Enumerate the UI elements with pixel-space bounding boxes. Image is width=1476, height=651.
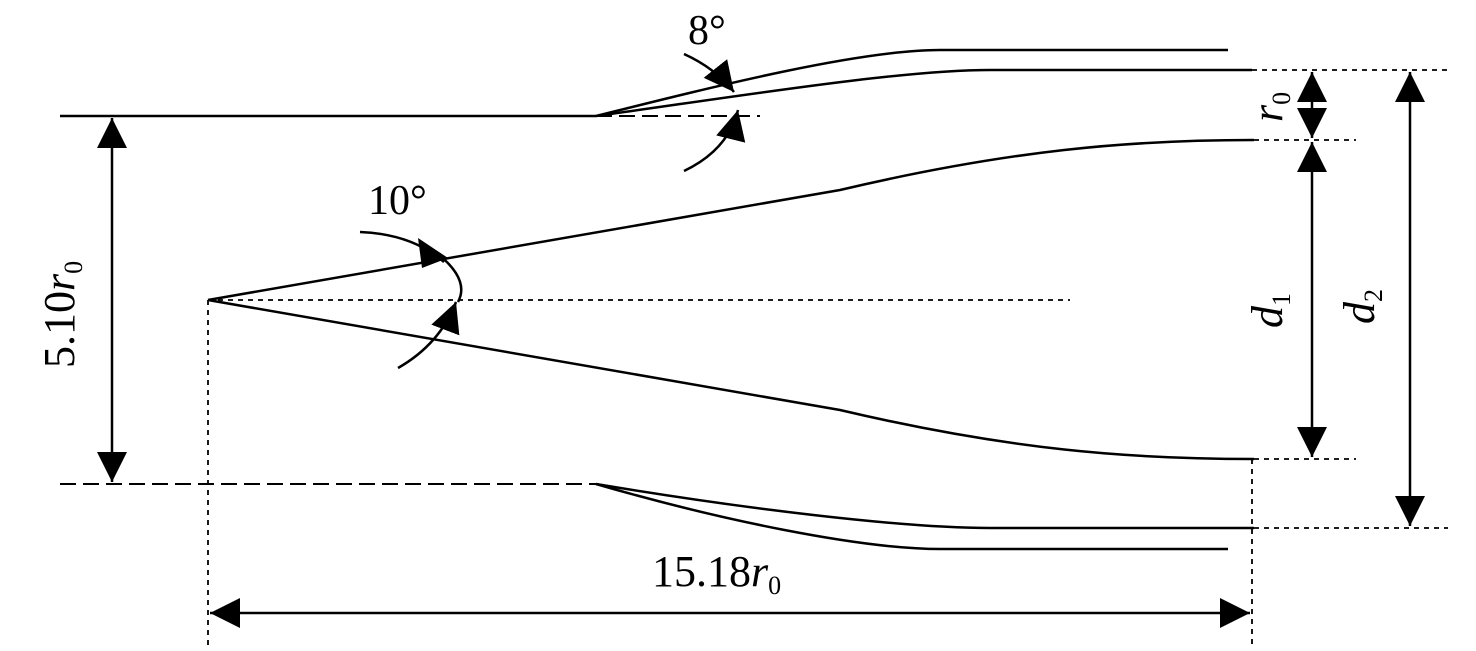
- outer-bottom-wall-upper: [595, 482, 1254, 530]
- r0-label: r0: [1243, 92, 1296, 122]
- d2-var: d: [1335, 301, 1384, 324]
- angle-inner-label: 10°: [368, 178, 427, 224]
- angle-10-lower-arc: [397, 301, 460, 370]
- inner-cone-top: [207, 138, 1255, 302]
- inlet-dimension-label: 5.10r0: [35, 261, 88, 368]
- length-dimension-value: 15.18: [652, 547, 751, 596]
- inlet-dimension-var: r: [35, 273, 84, 291]
- r0-var: r: [1243, 104, 1292, 122]
- d2-sub: 2: [1359, 289, 1388, 302]
- angle-outer-label: 8°: [688, 8, 726, 54]
- d1-var: d: [1243, 305, 1292, 328]
- angle-8-lower-arc: [683, 109, 746, 173]
- d1-sub: 1: [1267, 293, 1296, 306]
- length-dimension-label: 15.18r0: [652, 547, 781, 600]
- outer-top-wall-upper: [595, 48, 1228, 118]
- d2-label: d2: [1335, 289, 1388, 324]
- length-dimension-var: r: [751, 547, 769, 596]
- angle-8-upper-arc: [683, 52, 735, 93]
- d1-label: d1: [1243, 293, 1296, 328]
- outer-top-wall-lower: [595, 68, 1252, 118]
- r0-sub: 0: [1267, 92, 1296, 105]
- angle-10-upper-arrowhead: [418, 238, 448, 268]
- inlet-dimension-value: 5.10: [35, 291, 84, 368]
- length-dimension-sub: 0: [768, 571, 781, 600]
- inner-cone-bottom: [207, 298, 1255, 461]
- outer-bottom-wall-lower: [595, 482, 1228, 551]
- inlet-dimension-sub: 0: [59, 261, 88, 274]
